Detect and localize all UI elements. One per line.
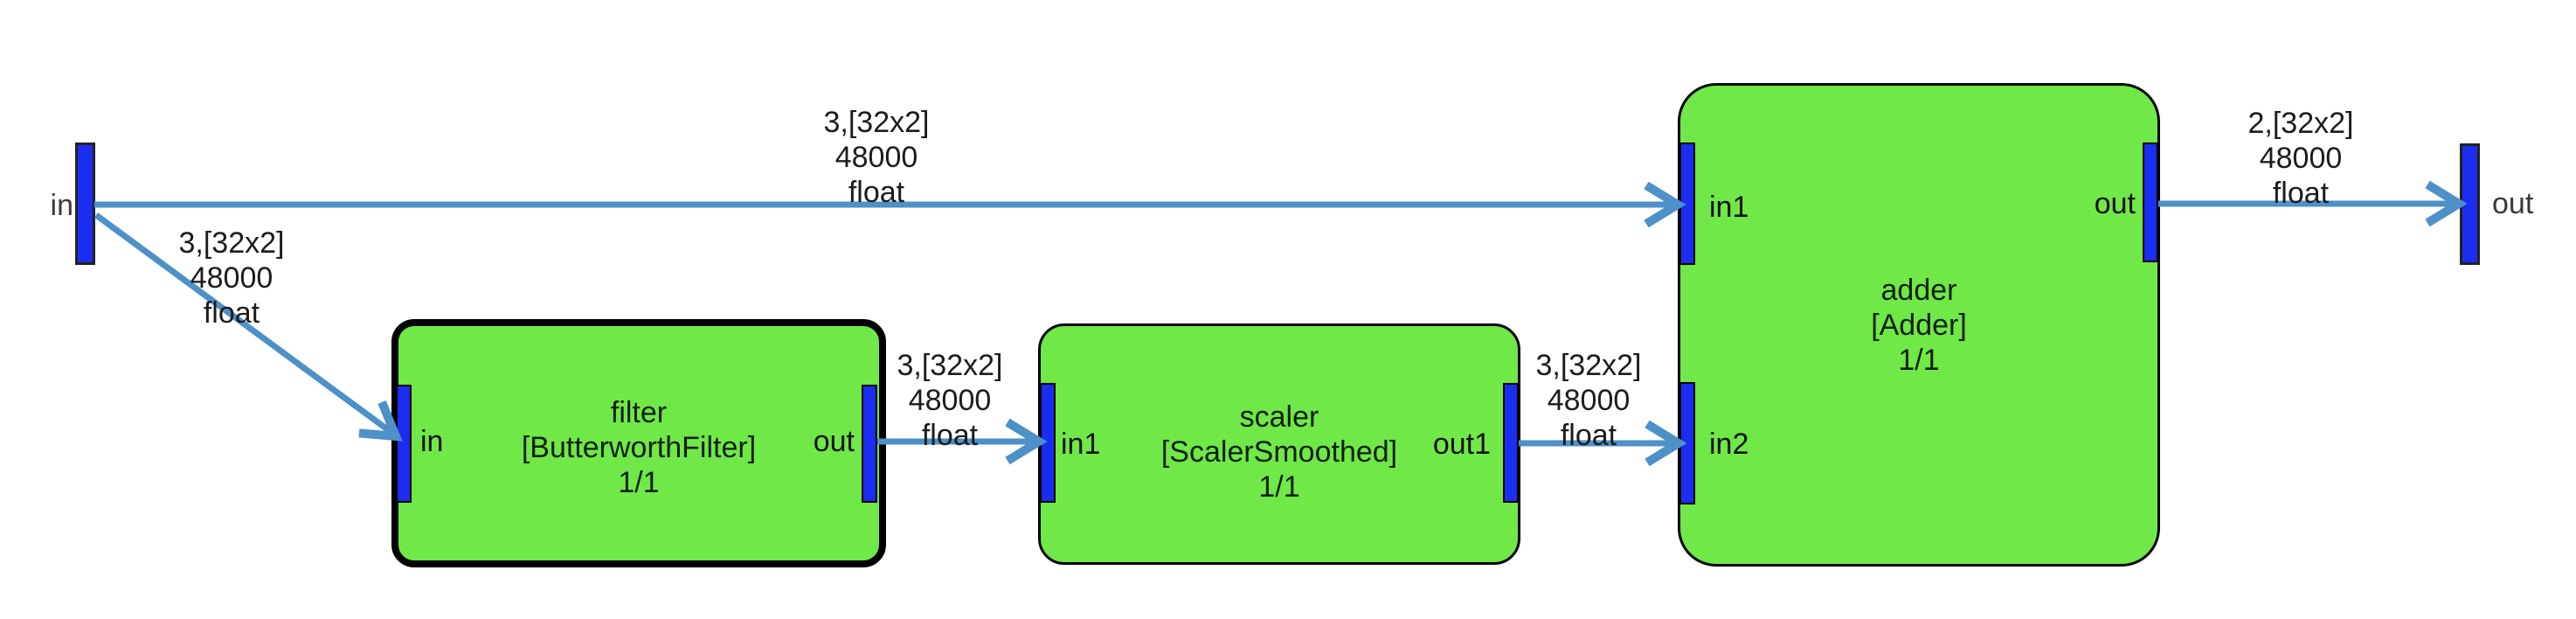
block-filter[interactable]: [391, 319, 886, 567]
filter-out-port[interactable]: [862, 385, 877, 503]
edge-label-filter-to-scaler: 3,[32x2] 48000 float: [897, 349, 1003, 452]
filter-block-text: filter [ButterworthFilter] 1/1: [391, 395, 886, 500]
arrowhead-icon: [1644, 181, 1686, 228]
block-name: adder: [1880, 274, 1957, 307]
edge-in-to-adder-in1: [94, 181, 1686, 228]
edge-label-in-to-adder: 3,[32x2] 48000 float: [823, 106, 930, 209]
scaler-block-text: scaler [ScalerSmoothed] 1/1: [1038, 400, 1520, 504]
edge-filter-out-to-scaler-in1: [877, 418, 1048, 465]
scaler-out1-port[interactable]: [1503, 383, 1519, 503]
edge-adder-out-to-out: [2158, 180, 2468, 227]
adder-block-text: adder [Adder] 1/1: [1678, 273, 2160, 378]
scaler-in1-port-label: in1: [1061, 428, 1101, 461]
arrowhead-icon: [2425, 180, 2468, 227]
filter-out-port-label: out: [813, 425, 855, 458]
input-terminal-label: in: [50, 189, 73, 222]
arrowhead-icon: [1645, 420, 1687, 467]
scaler-out1-port-label: out1: [1432, 428, 1491, 461]
edge-label-in-to-filter: 3,[32x2] 48000 float: [178, 226, 285, 330]
filter-in-port-label: in: [420, 425, 444, 458]
block-ratio: 1/1: [1258, 470, 1300, 504]
block-ratio: 1/1: [1898, 344, 1940, 377]
adder-out-port-label: out: [2094, 187, 2136, 220]
output-terminal-label: out: [2492, 187, 2534, 220]
edge-scaler-out1-to-adder-in2: [1519, 420, 1687, 467]
block-type: [Adder]: [1871, 309, 1967, 342]
block-adder[interactable]: [1678, 83, 2160, 567]
filter-in-port[interactable]: [396, 385, 412, 503]
block-ratio: 1/1: [618, 466, 660, 499]
arrowhead-icon: [358, 400, 403, 442]
block-type: [ButterworthFilter]: [521, 431, 757, 464]
arrowhead-icon: [1005, 418, 1048, 465]
adder-in1-port-label: in1: [1709, 191, 1749, 224]
adder-out-port[interactable]: [2143, 143, 2158, 262]
edge-in-to-filter-in: [93, 212, 403, 442]
adder-in2-port-label: in2: [1709, 428, 1749, 461]
block-name: filter: [610, 396, 668, 429]
edge-label-adder-to-out: 2,[32x2] 48000 float: [2247, 107, 2354, 210]
block-name: scaler: [1239, 400, 1319, 434]
block-type: [ScalerSmoothed]: [1160, 435, 1398, 469]
input-terminal[interactable]: [75, 143, 95, 265]
edge-label-scaler-to-adder: 3,[32x2] 48000 float: [1535, 349, 1642, 452]
edge-line[interactable]: [93, 212, 396, 436]
